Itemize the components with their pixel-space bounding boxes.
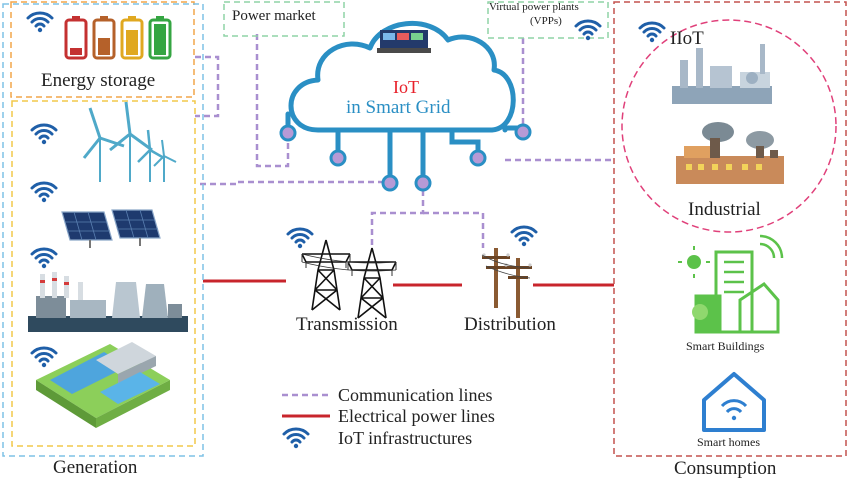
wifi-icon — [30, 346, 58, 369]
distribution-label: Distribution — [464, 314, 556, 335]
hydro-dam-icon — [36, 342, 170, 428]
wifi-icon — [30, 123, 58, 146]
iiot-label: IIoT — [670, 28, 704, 49]
power-plant-icon — [28, 272, 188, 332]
utility-pole-icon — [481, 248, 532, 318]
iot-title: IoT — [393, 77, 419, 97]
solar-panel-icon — [61, 209, 161, 248]
legend — [282, 393, 330, 418]
building-icon — [678, 234, 784, 334]
consumption-label: Consumption — [674, 458, 777, 478]
home-icon — [702, 372, 766, 432]
industrial-label: Industrial — [688, 199, 761, 220]
iot-subtitle: in Smart Grid — [346, 97, 451, 118]
smart-homes-label: Smart homes — [697, 435, 760, 449]
cloud-icon — [279, 20, 532, 192]
factory-icon — [676, 122, 784, 184]
smart-buildings-label: Smart Buildings — [686, 339, 765, 353]
legend-electrical-label: Electrical power lines — [338, 406, 495, 426]
energy-storage-label: Energy storage — [41, 70, 156, 91]
vpp-label-line1: Virtual power plants — [489, 1, 579, 13]
consumption-box — [613, 1, 847, 457]
vpp-label-line2: (VPPs) — [530, 15, 562, 27]
generation-inner-box — [11, 100, 196, 447]
electrical-lines — [203, 279, 614, 287]
generation-outer-box — [2, 3, 204, 457]
power-market-box — [223, 1, 345, 37]
wifi-icon — [30, 247, 58, 270]
energy-storage-box — [10, 1, 195, 98]
wind-turbine-icon — [82, 101, 177, 182]
vpp-box — [487, 1, 609, 39]
generation-label: Generation — [53, 457, 138, 478]
wifi-icon — [510, 225, 538, 248]
control-room-icon — [377, 30, 431, 53]
factory-icon — [672, 44, 772, 104]
wifi-icon — [26, 11, 54, 34]
wifi-icon — [30, 181, 58, 204]
battery-icon — [64, 16, 172, 60]
transmission-label: Transmission — [296, 314, 398, 335]
legend-communication-label: Communication lines — [338, 385, 493, 405]
wifi-icon — [638, 21, 666, 44]
power-market-label: Power market — [232, 8, 316, 24]
iiot-circle — [621, 19, 837, 233]
wifi-icon — [286, 227, 314, 250]
legend-iot-infra-label: IoT infrastructures — [338, 428, 473, 448]
transmission-tower-icon — [301, 239, 397, 319]
wifi-icon — [282, 427, 310, 450]
